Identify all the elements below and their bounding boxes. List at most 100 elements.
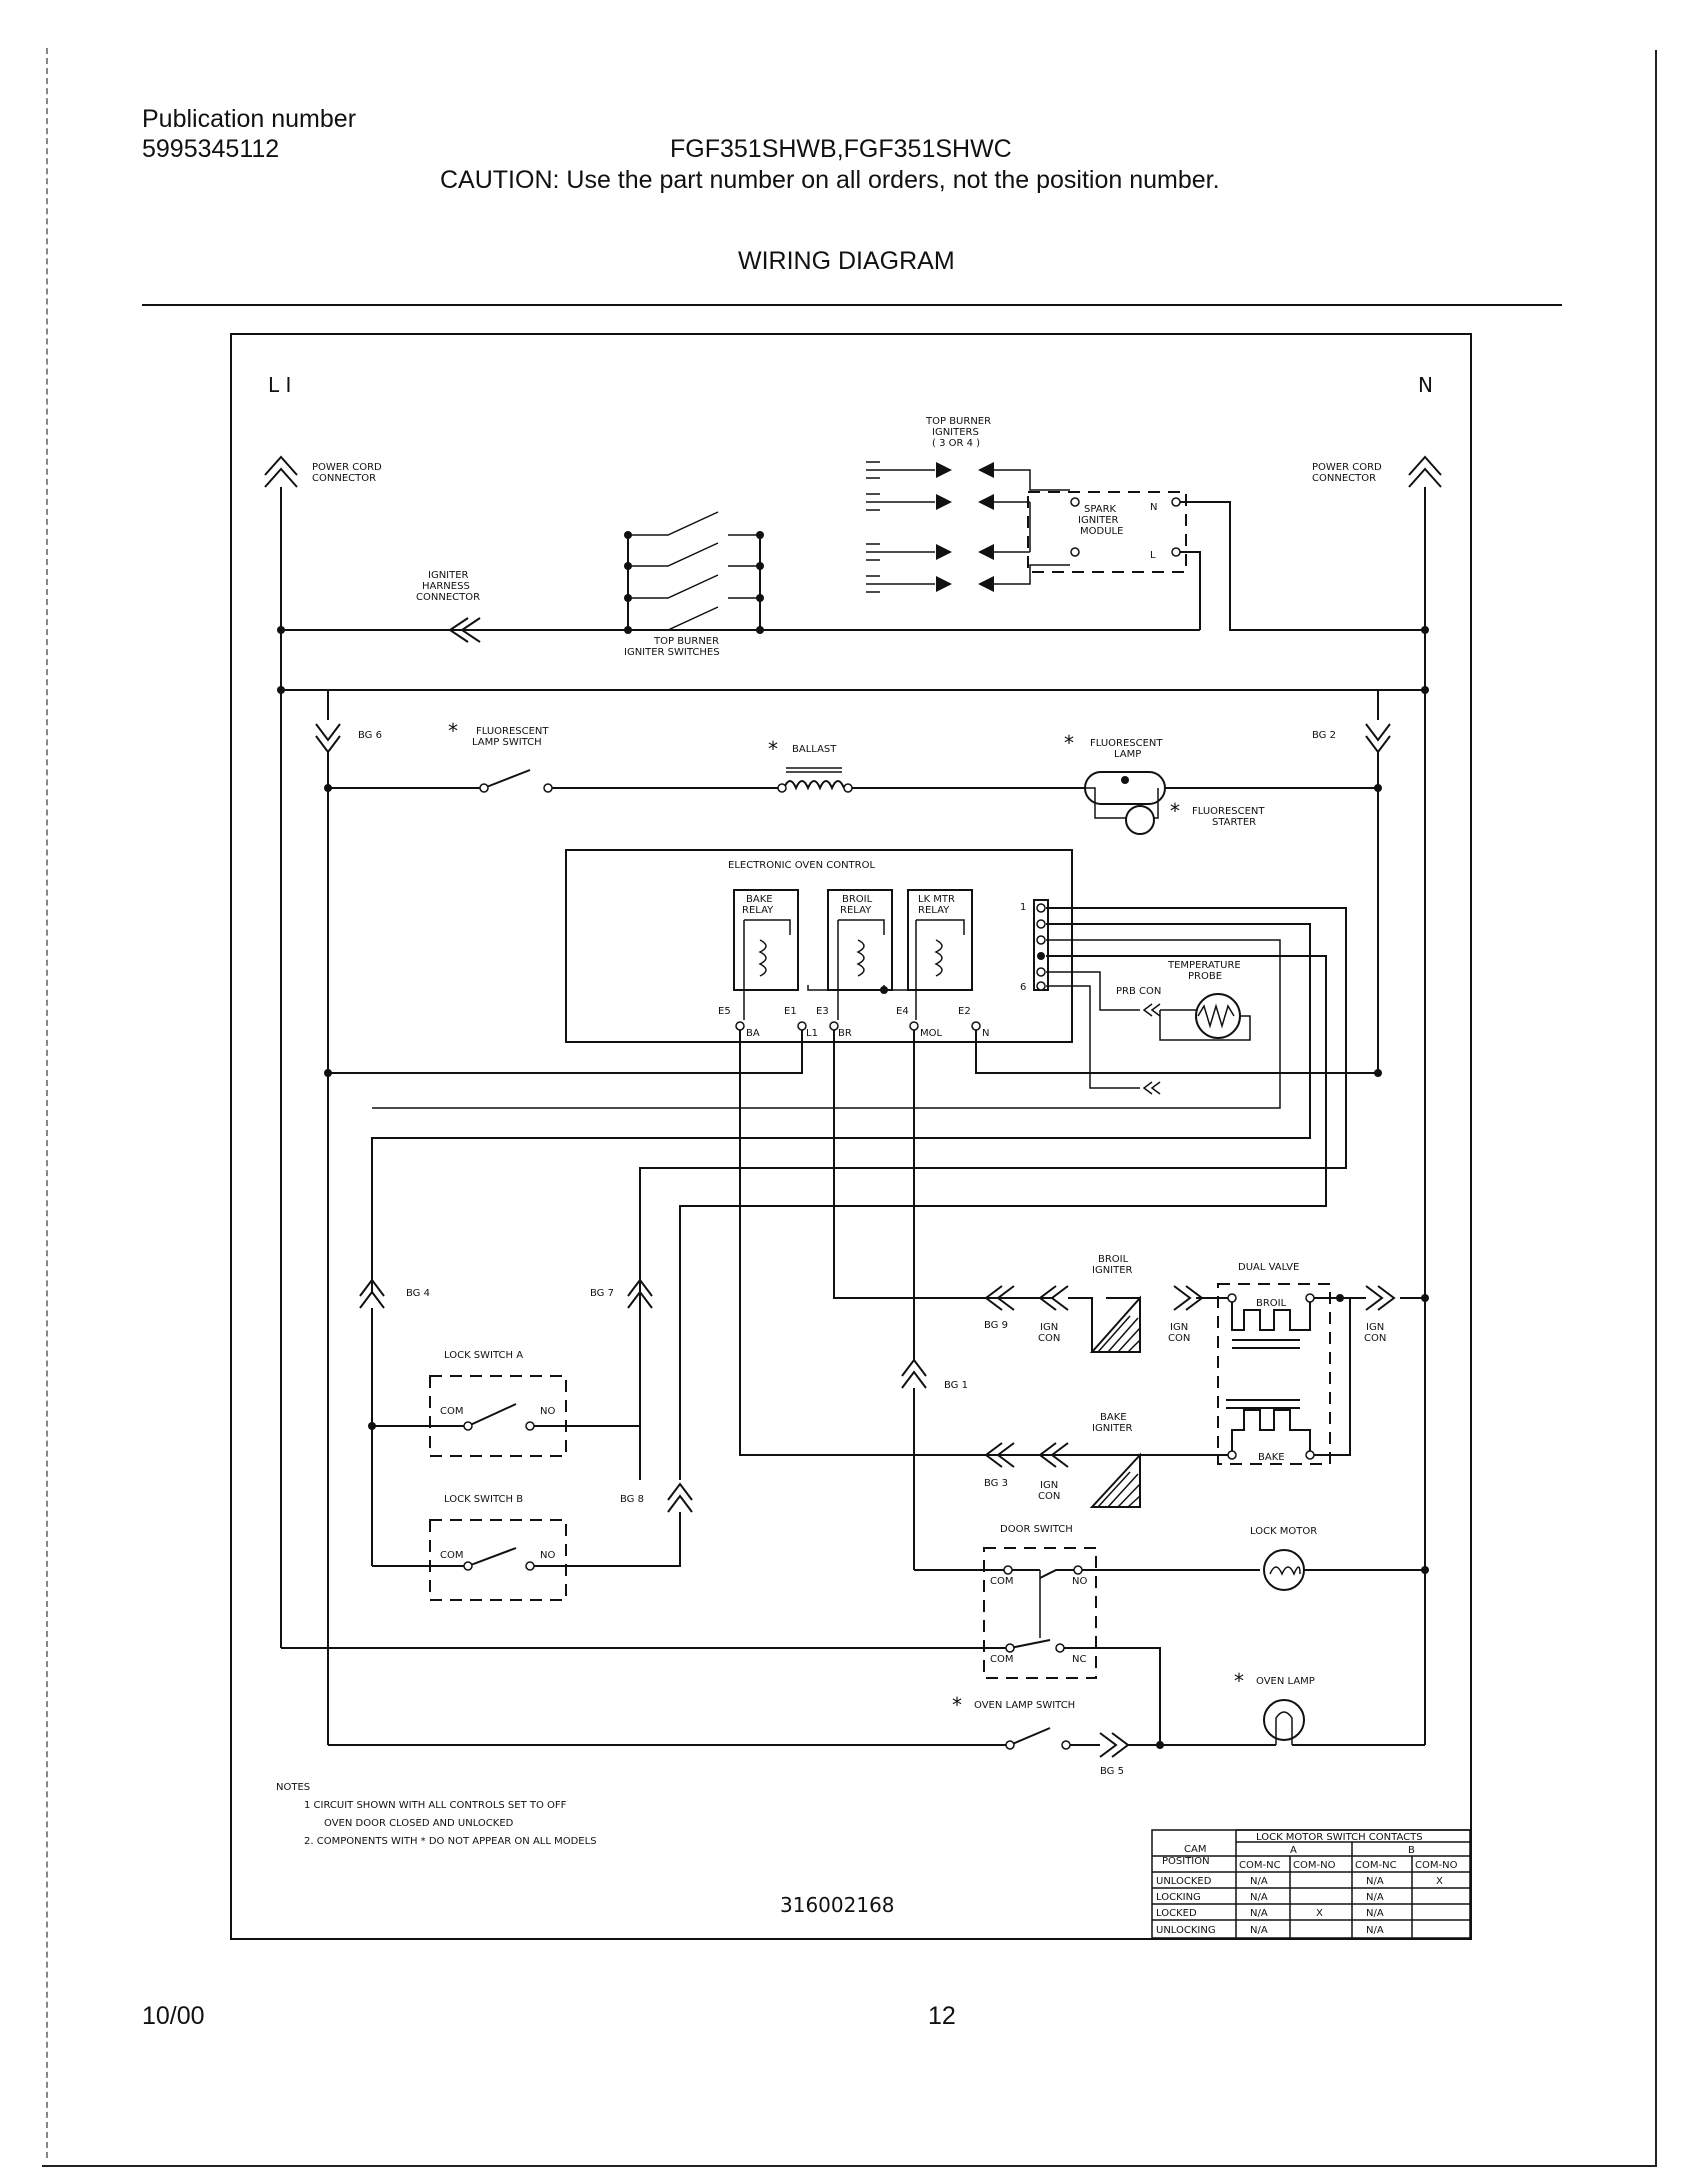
- power-cord-n-line1: POWER CORD: [1312, 462, 1382, 473]
- row-unlocked-label: UNLOCKED: [1156, 1876, 1212, 1887]
- igniter-switches-line2: IGNITER SWITCHES: [624, 647, 720, 658]
- bg3-connector-icon: [984, 1442, 1015, 1468]
- note-1a: 1 CIRCUIT SHOWN WITH ALL CONTROLS SET TO…: [304, 1800, 567, 1811]
- broil-valve-coil: [1210, 1297, 1340, 1331]
- subheader-b-nc: COM-NC: [1355, 1860, 1397, 1871]
- bg5-connector-icon: [1099, 1732, 1130, 1758]
- row-unlocking-a-nc: N/A: [1250, 1925, 1268, 1936]
- ign-con-4-line2: CON: [1038, 1491, 1060, 1502]
- ign-con-2-line2: CON: [1168, 1333, 1190, 1344]
- row-unlocking-label: UNLOCKING: [1156, 1925, 1216, 1936]
- publication-number: 5995345112: [142, 135, 280, 163]
- bg7-label: BG 7: [590, 1288, 614, 1299]
- e3-label: E3: [816, 1006, 829, 1017]
- pin4-to-bg8-wire: [679, 955, 1327, 1480]
- cam-position-line2: POSITION: [1162, 1856, 1210, 1867]
- lock-switch-b-no: NO: [540, 1550, 555, 1561]
- row-locked-label: LOCKED: [1156, 1908, 1197, 1919]
- caution-notice: CAUTION: Use the part number on all orde…: [440, 166, 1220, 194]
- lock-switch-b-label: LOCK SWITCH B: [444, 1494, 523, 1505]
- bg9-label: BG 9: [984, 1320, 1008, 1331]
- fluor-lamp-line2: LAMP: [1114, 749, 1141, 760]
- bake-relay-line2: RELAY: [742, 905, 774, 916]
- bg9-connector-icon: [984, 1285, 1015, 1311]
- igniter-harness-line3: CONNECTOR: [416, 592, 480, 603]
- contacts-table-col-a: A: [1290, 1845, 1297, 1856]
- top-burner-igniters-line1: TOP BURNER: [925, 416, 991, 427]
- ign-con-3-line1: IGN: [1366, 1322, 1384, 1333]
- ballast-coil-icon: [783, 780, 845, 791]
- footer-page-number: 12: [928, 2002, 956, 2030]
- broil-igniter-line2: IGNITER: [1092, 1265, 1133, 1276]
- bake-relay-box: [733, 889, 799, 991]
- lock-switch-b-box: [429, 1519, 567, 1601]
- drawing-number: 316002168: [780, 1893, 895, 1917]
- l1-terminal-label: L1: [806, 1028, 818, 1039]
- bg8-label: BG 8: [620, 1494, 644, 1505]
- fluor-switch-line1: FLUORESCENT: [476, 726, 549, 737]
- row-unlocked-b-no: X: [1436, 1876, 1443, 1887]
- fluor-starter-line1: FLUORESCENT: [1192, 806, 1265, 817]
- module-n-label: N: [1150, 502, 1157, 513]
- row-locking-b-nc: N/A: [1366, 1892, 1384, 1903]
- spark-module-line3: MODULE: [1080, 526, 1123, 537]
- fluorescent-lamp-switch: [483, 769, 782, 789]
- row-unlocked-a-nc: N/A: [1250, 1876, 1268, 1887]
- temp-probe-line1: TEMPERATURE: [1167, 960, 1241, 971]
- dual-valve-box: [1217, 1283, 1331, 1465]
- fluor-lamp-star: *: [1064, 731, 1074, 755]
- ign-con-1-line1: IGN: [1040, 1322, 1058, 1333]
- ign-con-2-line1: IGN: [1170, 1322, 1188, 1333]
- power-cord-l-line2: CONNECTOR: [312, 473, 376, 484]
- bg3-label: BG 3: [984, 1478, 1008, 1489]
- igniter-harness-connector-icon: [448, 617, 481, 643]
- lock-motor-label: LOCK MOTOR: [1250, 1526, 1317, 1537]
- ign-con-1-line2: CON: [1038, 1333, 1060, 1344]
- burner-electrode-icons: [866, 461, 880, 593]
- footer-date: 10/00: [142, 2002, 205, 2030]
- pin2-to-bg4-wire: [371, 923, 1311, 1294]
- note-1b: OVEN DOOR CLOSED AND UNLOCKED: [324, 1818, 514, 1829]
- oven-lamp-icon: [1263, 1699, 1305, 1741]
- row-locking-a-nc: N/A: [1250, 1892, 1268, 1903]
- igniter-switch-bank: [624, 511, 764, 634]
- fluorescent-starter-icon: [1125, 805, 1155, 835]
- label-l1: L I: [268, 373, 291, 397]
- fluor-switch-line2: LAMP SWITCH: [472, 737, 542, 748]
- row-locking-label: LOCKING: [1156, 1892, 1201, 1903]
- bg4-connector-icon: [359, 1278, 385, 1309]
- page-bottom-border: [42, 2165, 1657, 2167]
- label-n: N: [1418, 373, 1433, 397]
- lock-switch-b: [372, 1512, 681, 1567]
- door-switch-com-bottom: COM: [990, 1654, 1013, 1665]
- e1-label: E1: [784, 1006, 797, 1017]
- publication-label: Publication number: [142, 105, 357, 133]
- bg1-label: BG 1: [944, 1380, 968, 1391]
- lock-switch-a-box: [429, 1375, 567, 1457]
- row-locked-a-nc: N/A: [1250, 1908, 1268, 1919]
- bg4-label: BG 4: [406, 1288, 430, 1299]
- igniter-harness-line1: IGNITER: [428, 570, 469, 581]
- page-title: WIRING DIAGRAM: [738, 247, 955, 275]
- row-unlocking-b-nc: N/A: [1366, 1925, 1384, 1936]
- cam-position-line1: CAM: [1184, 1844, 1206, 1855]
- row-locked-a-no: X: [1316, 1908, 1323, 1919]
- lock-switch-a-no: NO: [540, 1406, 555, 1417]
- door-switch-no-top: NO: [1072, 1576, 1087, 1587]
- subheader-a-nc: COM-NC: [1239, 1860, 1281, 1871]
- lock-switch-a-label: LOCK SWITCH A: [444, 1350, 523, 1361]
